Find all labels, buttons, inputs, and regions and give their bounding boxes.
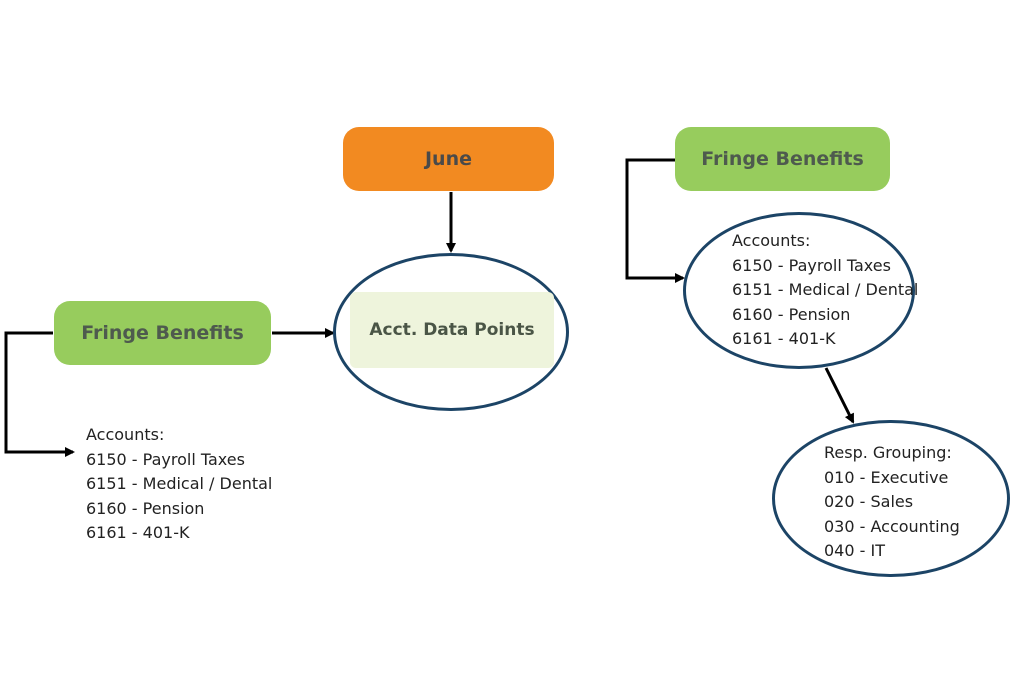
right-accounts-list: Accounts: 6150 - Payroll Taxes 6151 - Me… xyxy=(732,229,918,352)
list-item: 6161 - 401-K xyxy=(732,329,836,348)
list-item: 030 - Accounting xyxy=(824,516,960,536)
left-accounts-list: Accounts: 6150 - Payroll Taxes 6151 - Me… xyxy=(86,423,272,546)
list-item: 6160 - Pension xyxy=(86,498,205,518)
resp-grouping-heading: Resp. Grouping: xyxy=(824,443,952,462)
list-item: 010 - Executive xyxy=(824,467,949,487)
list-item: 6150 - Payroll Taxes xyxy=(732,255,891,275)
list-item: 6161 - 401-K xyxy=(86,523,190,542)
right-accounts-heading: Accounts: xyxy=(732,231,811,250)
list-item: 6151 - Medical / Dental xyxy=(732,280,919,299)
list-item: 6150 - Payroll Taxes xyxy=(86,449,245,469)
month-box: June xyxy=(343,127,554,191)
left-fringe-benefits-box: Fringe Benefits xyxy=(54,301,271,365)
data-points-label: Acct. Data Points xyxy=(369,320,535,340)
month-label: June xyxy=(424,148,472,170)
resp-grouping-ellipse xyxy=(772,420,1010,577)
arrow-right-fringe-to-accounts xyxy=(625,158,685,283)
left-accounts-heading: Accounts: xyxy=(86,425,165,444)
right-fringe-benefits-label: Fringe Benefits xyxy=(701,148,864,170)
left-fringe-benefits-label: Fringe Benefits xyxy=(81,322,244,344)
list-item: 6160 - Pension xyxy=(732,304,851,324)
list-item: 020 - Sales xyxy=(824,492,914,511)
arrow-accounts-to-resp-grouping xyxy=(824,367,855,424)
right-accounts-ellipse xyxy=(683,212,915,369)
resp-grouping-list: Resp. Grouping: 010 - Executive 020 - Sa… xyxy=(824,441,960,564)
data-points-box: Acct. Data Points xyxy=(350,292,554,368)
list-item: 040 - IT xyxy=(824,541,885,560)
arrow-left-fringe-to-accounts xyxy=(4,331,75,457)
right-fringe-benefits-box: Fringe Benefits xyxy=(675,127,890,191)
list-item: 6151 - Medical / Dental xyxy=(86,474,273,493)
